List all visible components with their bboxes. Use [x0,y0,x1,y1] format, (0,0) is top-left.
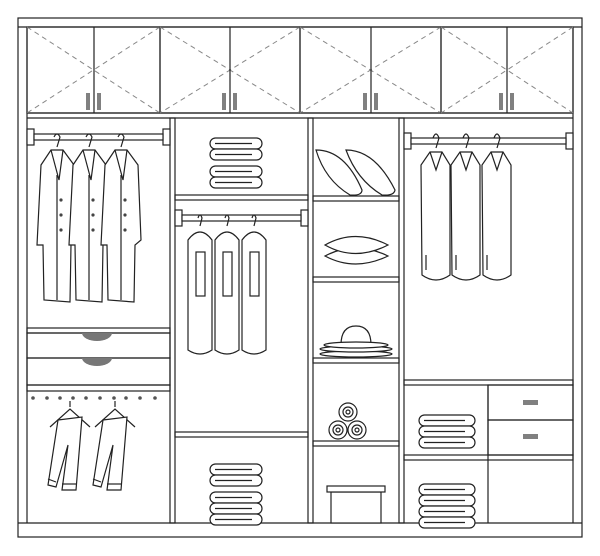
hats [319,325,393,358]
door-handle[interactable] [510,93,514,110]
coat-button [123,213,127,217]
column-3 [312,149,400,524]
shelf [403,379,574,386]
hanger [117,133,125,148]
door-handle[interactable] [499,93,503,110]
hook [138,396,142,400]
door-handle[interactable] [374,93,378,110]
door-handle[interactable] [363,93,367,110]
rolled-towels [328,402,367,440]
hook [153,396,157,400]
upper-cabinet [299,26,442,114]
hook [71,396,75,400]
hanger [197,214,203,227]
hanger [251,214,257,227]
hanger [432,133,440,149]
trousers [47,401,91,491]
folded-towels [418,414,476,529]
column-4 [403,132,574,529]
coat-button [91,213,95,217]
coat-button [59,213,63,217]
trouser-rack [31,396,157,491]
garment-bags [187,214,267,355]
hanger [49,401,91,428]
jacket [420,133,451,281]
upper-cabinet [26,26,161,114]
folded-towels [209,137,263,526]
coat-button [123,198,127,202]
column-2 [174,137,309,526]
hook [112,396,116,400]
jacket [450,133,481,281]
column-1 [26,128,171,491]
hanger [462,133,470,149]
door-handle[interactable] [222,93,226,110]
hanging-rod [403,132,574,150]
hook [98,396,102,400]
door-handle[interactable] [86,93,90,110]
hanging-rod [174,209,309,227]
garment-bag [187,214,213,355]
shelf [312,276,400,283]
door-handle[interactable] [97,93,101,110]
hanger [53,133,61,148]
pillows-stacked [323,236,390,265]
hook [124,396,128,400]
garment-bag [214,214,240,355]
shelf [312,195,400,202]
drawer[interactable] [487,384,574,421]
coat-button [91,228,95,232]
coat [36,133,78,303]
jacket [481,133,512,281]
shelf [312,357,400,364]
hook [45,396,49,400]
hanger [85,133,93,148]
shelf [174,431,309,438]
coat-button [59,228,63,232]
shelf [26,327,171,334]
storage-box[interactable] [326,485,386,524]
hook [84,396,88,400]
shelf [312,440,400,447]
shelf [26,384,171,392]
drawer[interactable] [26,357,171,386]
upper-cabinet [440,26,574,114]
coat-button [59,198,63,202]
hook [58,396,62,400]
upper-cabinet [159,26,301,114]
garment-bag [241,214,267,355]
pillows-upright [315,149,396,196]
shelf [174,194,309,201]
drawer[interactable] [487,419,574,456]
shelf [403,454,574,461]
trousers [92,401,136,491]
coat-button [123,228,127,232]
coat [100,133,142,303]
hanger [224,214,230,227]
hanging-rod [26,128,171,146]
jackets [420,133,512,281]
drawer[interactable] [26,332,171,359]
hanger [94,401,136,428]
door-handle[interactable] [233,93,237,110]
coat [68,133,110,303]
hanger [493,133,501,149]
hook [31,396,35,400]
coats [36,133,142,303]
upper-cabinets [26,26,574,114]
coat-button [91,198,95,202]
